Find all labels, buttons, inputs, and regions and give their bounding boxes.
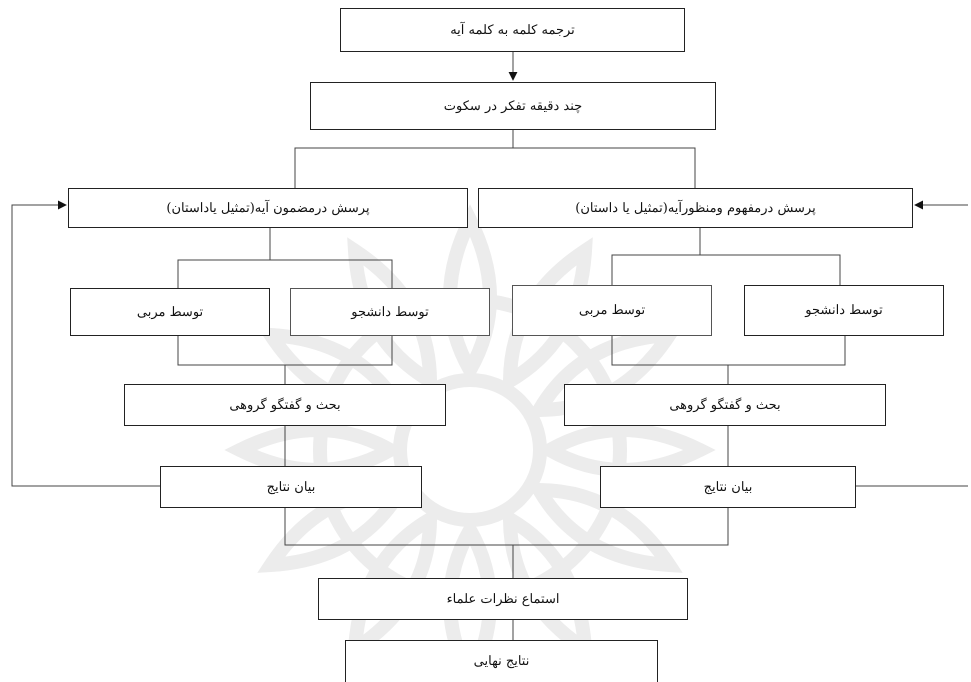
node-left-discuss: بحث و گفتگو گروهی (124, 384, 446, 426)
edge-qright-right (700, 254, 841, 285)
node-question-right: پرسش درمفهوم ومنظورآیه(تمثیل یا داستان) (478, 188, 913, 228)
node-right-teacher: توسط مربی (512, 285, 712, 336)
node-scholars: استماع نظرات علماء (318, 578, 688, 620)
node-scholars-label: استماع نظرات علماء (446, 591, 560, 607)
edge-reflect-split (294, 130, 514, 188)
node-left-results: بیان نتایج (160, 466, 422, 508)
node-left-results-label: بیان نتایج (266, 479, 316, 495)
node-right-teacher-label: توسط مربی (578, 303, 646, 318)
node-question-right-label: پرسش درمفهوم ومنظورآیه(تمثیل یا داستان) (575, 200, 816, 216)
node-right-results-label: بیان نتایج (703, 479, 753, 495)
node-right-student: توسط دانشجو (744, 285, 944, 336)
node-left-teacher-label: توسط مربی (136, 304, 204, 320)
node-translate-label: ترجمه کلمه به کلمه آیه (450, 22, 575, 38)
edge-left-loop (11, 200, 160, 487)
node-right-discuss: بحث و گفتگو گروهی (564, 384, 886, 426)
edge-right-merge (611, 336, 846, 366)
node-right-discuss-label: بحث و گفتگو گروهی (669, 397, 781, 413)
node-final-label: نتایج نهایی (473, 654, 530, 669)
node-left-discuss-label: بحث و گفتگو گروهی (229, 397, 341, 413)
edge-qleft-right (270, 259, 393, 288)
edge-left-merge (177, 336, 393, 366)
node-reflect: چند دقیقه تفکر در سکوت (310, 82, 716, 130)
node-right-student-label: توسط دانشجو (805, 303, 883, 318)
node-question-left-label: پرسش درمضمون آیه(تمثیل یاداستان) (166, 200, 370, 216)
node-left-teacher: توسط مربی (70, 288, 270, 336)
edge-qright-split (611, 228, 701, 285)
node-right-results: بیان نتایج (600, 466, 856, 508)
node-reflect-label: چند دقیقه تفکر در سکوت (443, 98, 583, 114)
node-final: نتایج نهایی (345, 640, 658, 682)
node-translate: ترجمه کلمه به کلمه آیه (340, 8, 685, 52)
edge-reflect-right (513, 147, 696, 188)
node-question-left: پرسش درمضمون آیه(تمثیل یاداستان) (68, 188, 468, 228)
node-left-student: توسط دانشجو (290, 288, 490, 336)
node-left-student-label: توسط دانشجو (351, 304, 429, 320)
edge-results-merge (284, 508, 729, 546)
edge-qleft-split (177, 228, 271, 288)
